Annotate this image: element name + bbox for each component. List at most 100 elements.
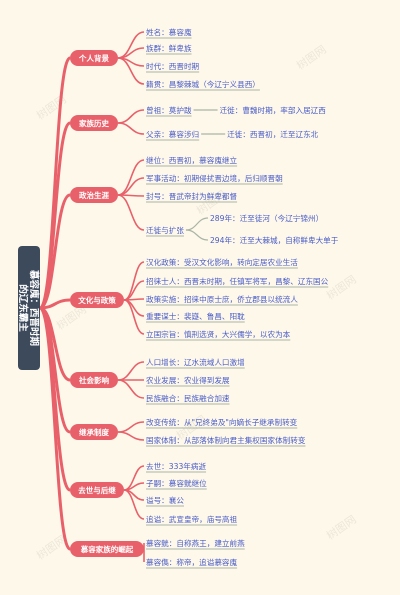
branch-node[interactable]: 社会影响 — [70, 372, 118, 388]
leaf-node[interactable]: 人口增长：辽水流域人口激增 — [146, 357, 245, 369]
leaf-label: 时代：西晋时期 — [146, 61, 200, 71]
leaf-node[interactable]: 慕容儁：称帝，追谥慕容廆 — [146, 557, 238, 569]
leaf-to-child-line — [185, 229, 209, 241]
branch-to-leaf-line — [117, 421, 145, 433]
branch-to-leaf-line — [117, 194, 145, 231]
root-to-branch-line — [38, 121, 72, 310]
leaf-node[interactable]: 立国宗旨：慎刑选贤，大兴儒学，以农为本 — [146, 329, 291, 341]
branch-label: 继承制度 — [79, 427, 109, 437]
branch-node-box — [70, 50, 118, 66]
leaf-node[interactable]: 汉化政策：受汉文化影响，转向定居农业生活 — [146, 257, 298, 269]
branch-node-box — [70, 115, 118, 131]
leaf-label: 曾祖：莫护跋 — [146, 105, 192, 115]
leaf-label: 慕容皝：自称燕王，建立前燕 — [146, 538, 245, 548]
watermark-text: 树图网 — [324, 272, 359, 302]
leaf-label: 子嗣：慕容皝继位 — [146, 478, 207, 488]
leaf-label: 慕容儁：称帝，追谥慕容廆 — [146, 557, 238, 567]
branch-node[interactable]: 慕容家族的崛起 — [70, 541, 144, 557]
watermark-text: 树图网 — [34, 92, 69, 122]
leaf-node[interactable]: 族群：鲜卑族 — [146, 43, 192, 55]
branch-label: 社会影响 — [78, 375, 109, 385]
branch-to-leaf-line — [117, 379, 145, 399]
leaf-node[interactable]: 军事活动：初期侵扰晋边境，后归顺晋朝 — [146, 173, 283, 185]
branch-node[interactable]: 文化与政策 — [70, 292, 124, 308]
branch-to-leaf-line — [117, 122, 145, 135]
leaf-node[interactable]: 姓名：慕容廆 — [146, 27, 192, 39]
leaf-to-child-line — [185, 217, 209, 231]
leaf-node[interactable]: 籍贯：昌黎棘城（今辽宁义县西） — [146, 79, 260, 91]
leaf-node[interactable]: 父亲：慕容涉归 — [146, 129, 200, 141]
branch-label: 慕容家族的崛起 — [81, 544, 134, 554]
leaf-label: 继位：西晋初，慕容廆继立 — [146, 155, 238, 165]
leaf-node[interactable]: 改变传统：从"兄终弟及"向嫡长子继承制转变 — [146, 417, 298, 429]
branch-to-leaf-line — [117, 57, 145, 85]
leaf-node[interactable]: 招徕士人：西晋末时期，任镇军将军，昌黎、辽东国公 — [146, 276, 329, 288]
branch-label: 文化与政策 — [78, 295, 116, 305]
leaf-node[interactable]: 政策实施：招徕中原士庶，侨立郡县以统流人 — [146, 294, 298, 306]
leaf-node[interactable]: 曾祖：莫护跋 — [146, 105, 192, 117]
branch-label: 个人背景 — [78, 53, 109, 63]
leaf-label: 封号：晋武帝封为鲜卑都督 — [146, 191, 238, 201]
root-to-branch-line — [39, 193, 71, 310]
leaf-node[interactable]: 国家体制：从部落体制向君主集权国家体制转变 — [146, 435, 306, 447]
leaf-label: 姓名：慕容廆 — [146, 27, 192, 37]
branch-label: 去世与后继 — [78, 485, 116, 495]
branch-node[interactable]: 政治生涯 — [70, 187, 118, 203]
leaf-node[interactable]: 农业发展：农业得到发展 — [146, 375, 230, 387]
leaf-label: 重要谋士：裴嶷、鲁昌、阳耽 — [146, 311, 245, 321]
connector-lines — [38, 31, 226, 562]
leaf-node[interactable]: 迁徙与扩张 — [146, 225, 184, 237]
child-node[interactable]: 294年：迁至大棘城，自称鲜卑大单于 — [210, 235, 339, 245]
leaf-node[interactable]: 时代：西晋时期 — [146, 61, 200, 73]
branch-to-leaf-line — [117, 177, 145, 196]
leaf-node[interactable]: 子嗣：慕容皝继位 — [146, 478, 207, 490]
branch-node[interactable]: 去世与后继 — [70, 482, 124, 498]
leaf-node[interactable]: 重要谋士：裴嶷、鲁昌、阳耽 — [146, 311, 245, 323]
leaf-label: 迁徙与扩张 — [146, 225, 184, 235]
watermark-text: 树图网 — [324, 512, 359, 542]
watermark-text: 树图网 — [294, 42, 329, 72]
leaf-label: 军事活动：初期侵扰晋边境，后归顺晋朝 — [146, 173, 283, 183]
root-to-branch-line — [38, 306, 72, 551]
child-label: 289年：迁至徒河（今辽宁锦州） — [210, 213, 323, 223]
child-label: 迁徙：曹魏时期，率部入居辽西 — [220, 105, 327, 115]
leaf-node[interactable]: 慕容皝：自称燕王，建立前燕 — [146, 538, 245, 550]
leaf-node[interactable]: 谥号：襄公 — [146, 495, 184, 507]
branch-node[interactable]: 家族历史 — [70, 115, 118, 131]
branch-label: 家族历史 — [79, 118, 109, 128]
child-node[interactable]: 289年：迁至徒河（今辽宁锦州） — [210, 213, 323, 223]
branch-node[interactable]: 继承制度 — [70, 424, 118, 440]
child-label: 294年：迁至大棘城，自称鲜卑大单于 — [210, 235, 339, 245]
leaf-label: 国家体制：从部落体制向君主集权国家体制转变 — [146, 435, 306, 445]
leaf-node[interactable]: 继位：西晋初，慕容廆继立 — [146, 155, 238, 167]
leaf-node[interactable]: 追谥：武宣皇帝，庙号高祖 — [146, 514, 238, 526]
leaf-label: 籍贯：昌黎棘城（今辽宁义县西） — [146, 79, 260, 89]
leaf-label: 去世：333年病逝 — [146, 461, 206, 471]
branch-node-box — [70, 372, 118, 388]
branch-to-leaf-line — [117, 159, 145, 196]
leaf-label: 追谥：武宣皇帝，庙号高祖 — [146, 514, 238, 524]
branch-to-leaf-line — [117, 431, 145, 441]
branch-to-leaf-line — [123, 482, 145, 491]
root-node[interactable]: 慕容廆：西晋时期 的辽东霸主 — [17, 246, 40, 370]
child-node[interactable]: 迁徙：曹魏时期，率部入居辽西 — [220, 105, 327, 115]
leaf-label: 汉化政策：受汉文化影响，转向定居农业生活 — [146, 257, 298, 267]
leaf-node[interactable]: 去世：333年病逝 — [146, 461, 206, 473]
root-to-branch-line — [38, 306, 72, 492]
branch-node-box — [70, 424, 118, 440]
leaf-node[interactable]: 封号：晋武帝封为鲜卑都督 — [146, 191, 238, 203]
branch-to-leaf-line — [123, 299, 145, 335]
child-label: 迁徙：西晋初，迁至辽东北 — [227, 129, 319, 139]
branch-node-box — [70, 482, 124, 498]
branch-to-leaf-line — [117, 31, 145, 59]
root-node-box — [18, 246, 40, 370]
child-node[interactable]: 迁徙：西晋初，迁至辽东北 — [227, 129, 319, 139]
leaf-label: 族群：鲜卑族 — [146, 43, 192, 53]
leaf-label: 改变传统：从"兄终弟及"向嫡长子继承制转变 — [146, 417, 298, 427]
leaf-label: 人口增长：辽水流域人口激增 — [146, 357, 245, 367]
leaf-node[interactable]: 民族融合：民族融合加速 — [146, 393, 230, 405]
branch-node[interactable]: 个人背景 — [70, 50, 118, 66]
leaf-label: 谥号：襄公 — [146, 495, 184, 505]
